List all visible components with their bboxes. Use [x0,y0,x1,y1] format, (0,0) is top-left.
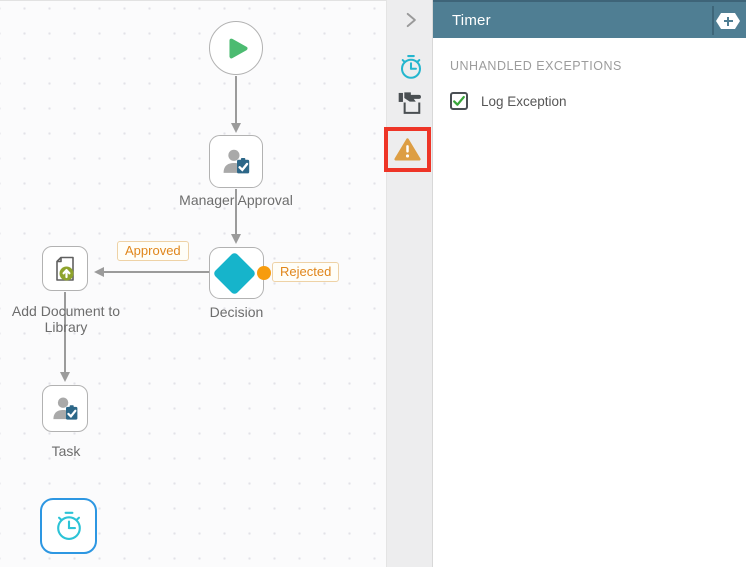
task-node[interactable] [42,385,88,432]
stopwatch-icon [396,52,426,82]
log-exception-checkbox[interactable] [450,92,468,110]
diamond-icon [212,251,256,295]
hand-box-icon [397,89,424,116]
connector-lines [60,76,241,382]
panel-title: Timer [452,11,491,29]
node-label-decision: Decision [209,304,264,320]
start-node[interactable] [209,21,263,75]
header-divider [712,6,714,35]
checkmark-icon [452,94,466,108]
properties-panel: Timer UNHANDLED EXCEPTIONS Log Exception [433,0,746,567]
user-task-icon [221,146,252,177]
plus-icon [726,16,730,26]
decision-node[interactable] [209,247,264,299]
node-label-add-document: Add Document to Library [11,303,121,335]
tool-timer[interactable] [387,50,434,84]
panel-body: UNHANDLED EXCEPTIONS Log Exception [433,38,746,110]
document-upload-icon [50,254,80,284]
panel-header: Timer [433,0,746,38]
chevron-right-icon [401,10,421,30]
warning-triangle-icon [394,137,421,162]
tool-sidebar [384,0,434,567]
edge-label-approved[interactable]: Approved [117,241,189,261]
section-title-unhandled-exceptions: UNHANDLED EXCEPTIONS [450,59,622,73]
manager-approval-node[interactable] [209,135,263,188]
rejected-connector-dot [257,266,271,280]
log-exception-row: Log Exception [450,92,729,110]
node-label-manager-approval: Manager Approval [179,192,293,208]
timer-node[interactable] [40,498,97,554]
edge-label-rejected[interactable]: Rejected [272,262,340,282]
play-icon [223,35,250,62]
collapse-panel-button[interactable] [387,6,434,34]
workflow-canvas: Manager Approval Decision Approved Rejec… [0,0,386,567]
log-exception-label: Log Exception [481,93,567,109]
user-task-icon [51,394,80,423]
node-label-task: Task [51,443,81,459]
tool-errors[interactable] [384,127,431,172]
tool-wizard[interactable] [387,86,434,118]
add-document-node[interactable] [42,246,88,291]
stopwatch-icon [51,508,87,544]
add-button[interactable] [716,13,740,29]
